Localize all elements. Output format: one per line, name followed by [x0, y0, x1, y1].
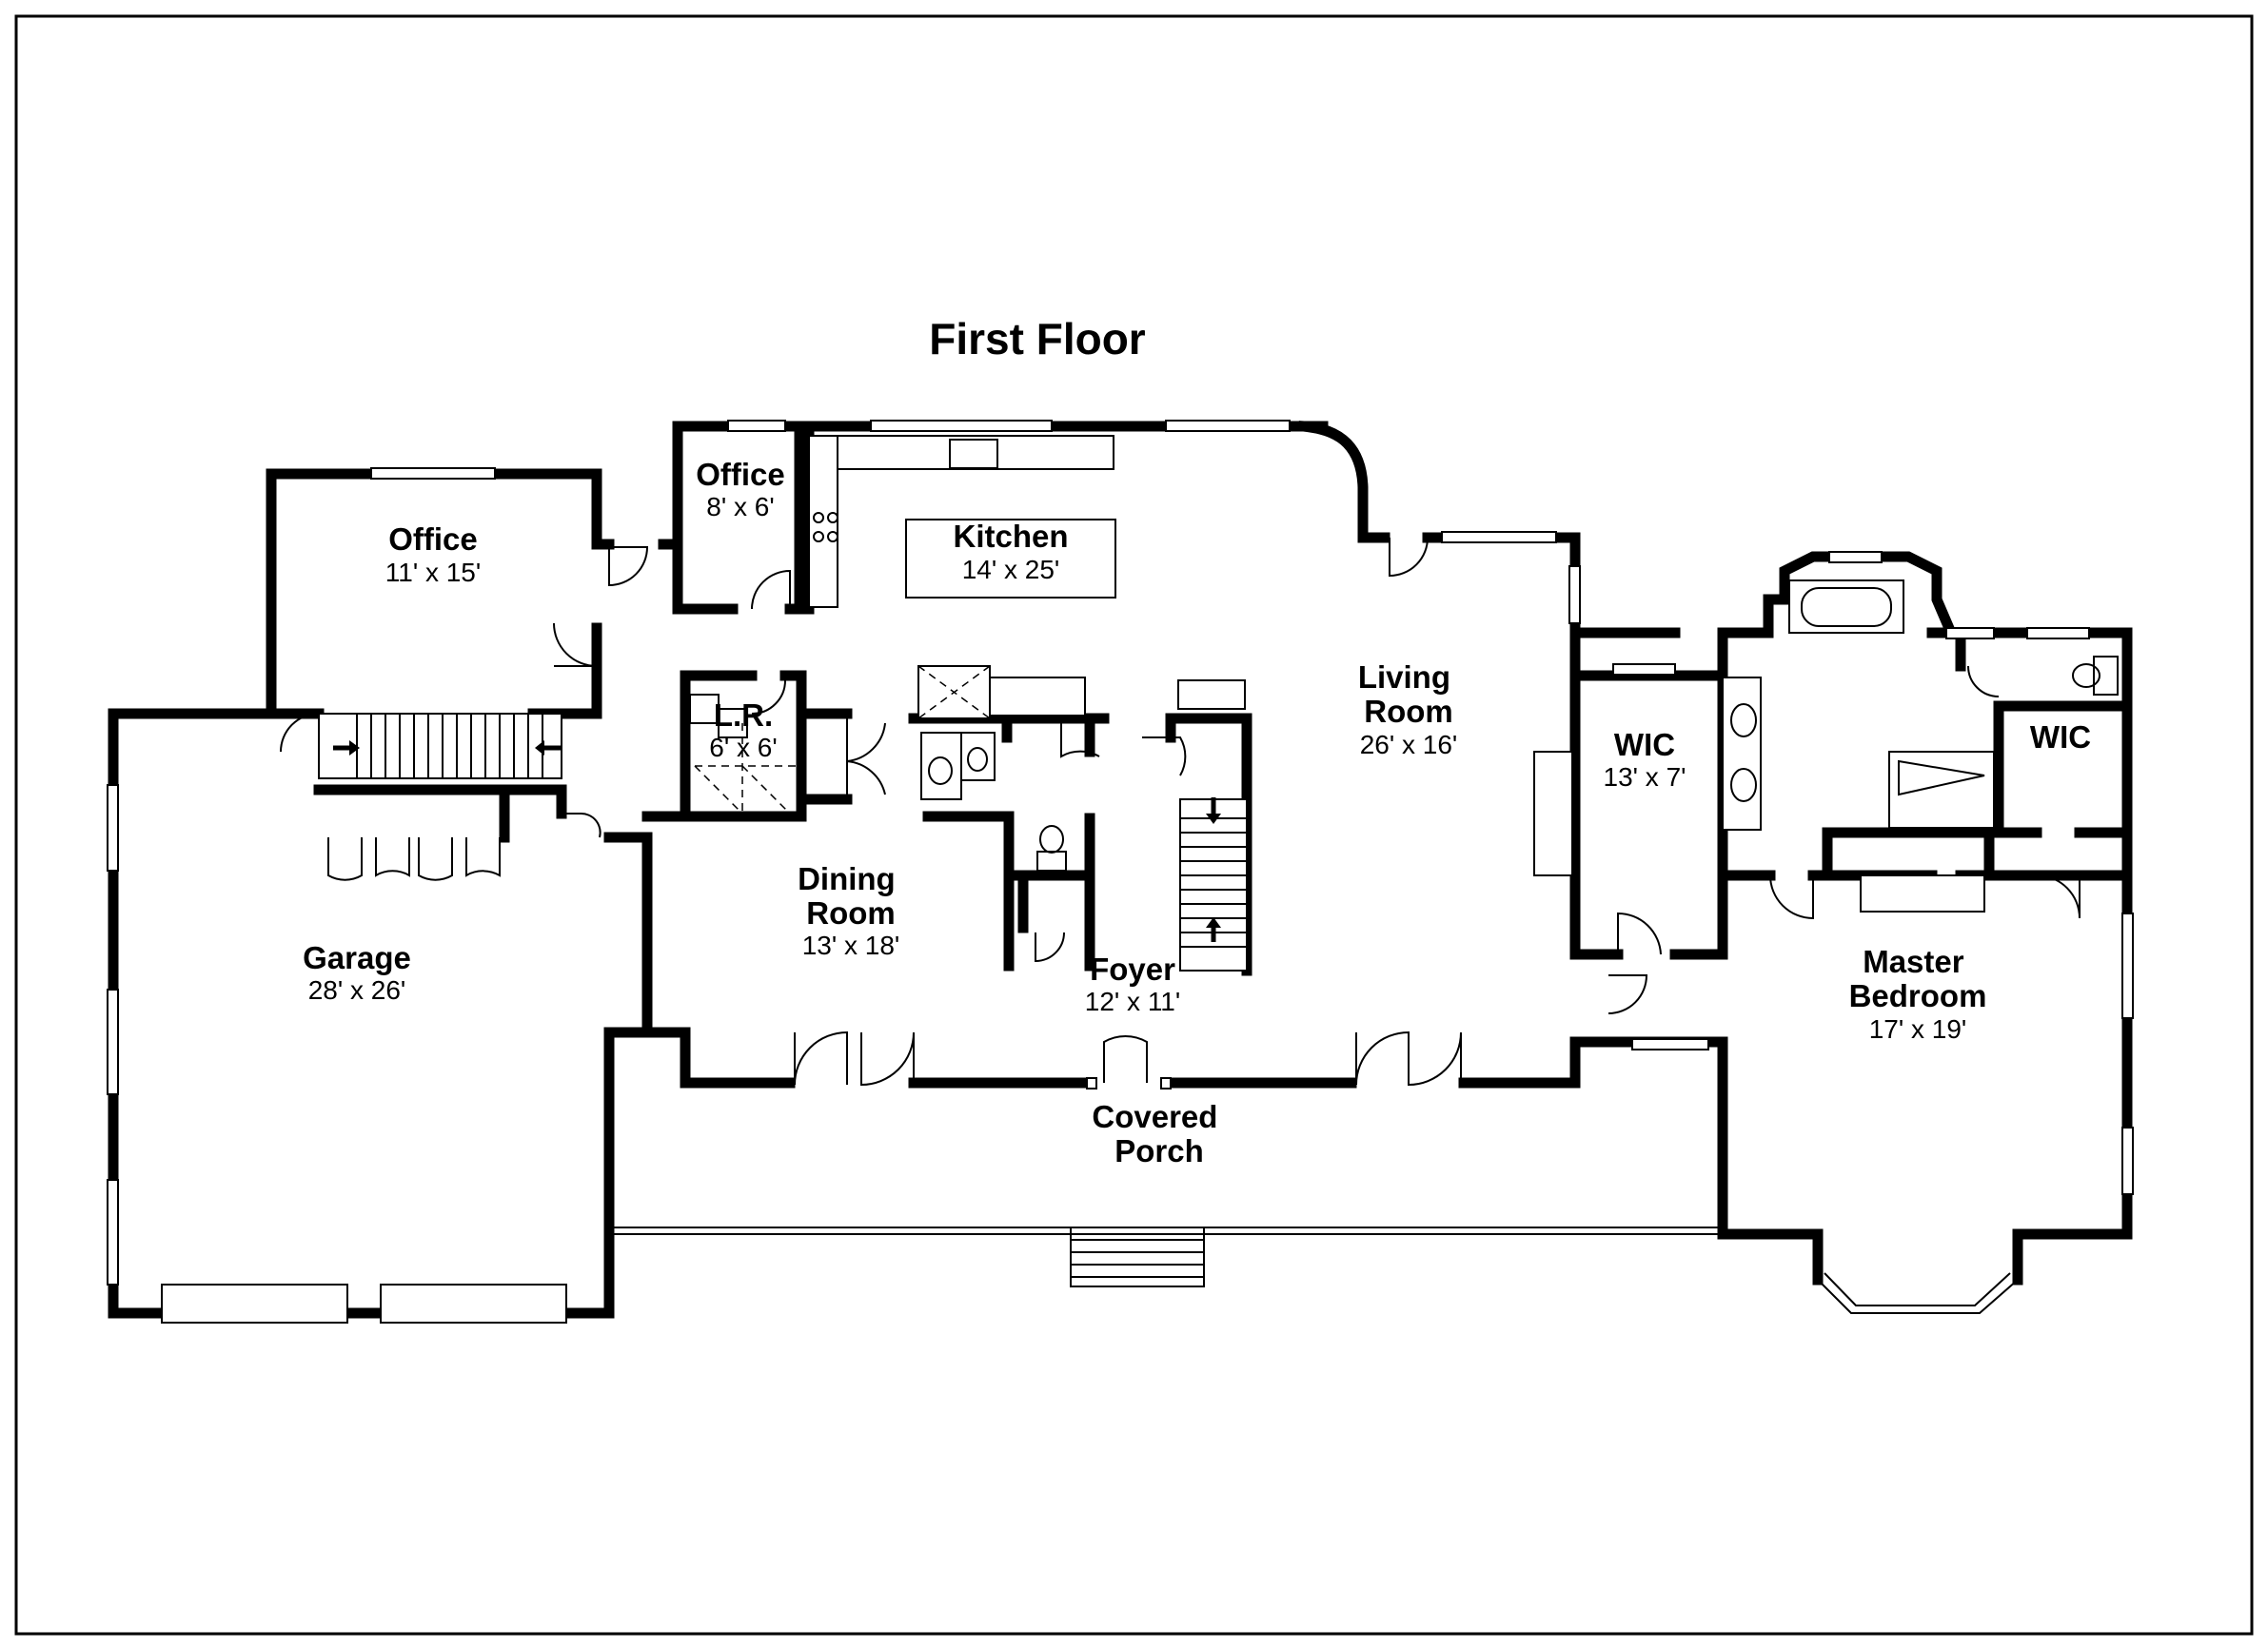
room-name-laundry: L.R.: [714, 697, 773, 733]
living-room-line-1: Living: [1358, 659, 1450, 695]
porch-steps: [1070, 1227, 1205, 1287]
room-name-foyer: Foyer: [1090, 952, 1175, 987]
room-dims-office-small: 8' x 6': [706, 492, 774, 521]
room-dims-garage: 28' x 26': [308, 975, 406, 1005]
fireplace: [1533, 751, 1573, 876]
powder-room-fixtures: [920, 732, 1067, 872]
master-bedroom-line-1: Master: [1863, 944, 1964, 979]
living-room-line-2: Room: [1364, 694, 1453, 729]
doors: [280, 537, 2081, 1087]
room-dims-wic-1: 13' x 7': [1604, 762, 1686, 792]
room-dims-laundry: 6' x 6': [709, 733, 777, 762]
dining-room-line-1: Dining: [798, 861, 896, 896]
room-name-office-large: Office: [388, 521, 478, 557]
windows: [107, 420, 2134, 1324]
room-dims-foyer: 12' x 11': [1085, 987, 1180, 1016]
master-bath-fixtures: [1722, 579, 2119, 913]
room-dims-living-room: 26' x 16': [1360, 730, 1458, 759]
room-name-wic-2: WIC: [2030, 719, 2091, 755]
room-dims-kitchen: 14' x 25': [962, 555, 1060, 584]
room-name-covered-porch: Covered Porch: [1092, 1099, 1226, 1168]
room-name-kitchen: Kitchen: [953, 519, 1068, 554]
plan-title: First Floor: [929, 314, 1146, 363]
page-border: [14, 14, 2254, 1636]
covered-porch-line-1: Covered: [1092, 1099, 1217, 1134]
room-name-master-bedroom: Master Bedroom: [1849, 944, 1987, 1013]
kitchen-island: [905, 519, 1116, 599]
dining-room-line-2: Room: [806, 895, 896, 931]
laundry-fixtures: [689, 694, 799, 815]
room-name-wic-1: WIC: [1614, 727, 1675, 762]
porch-edge: [614, 1227, 1723, 1235]
room-labels: Office 11' x 15' Office 8' x 6' Kitchen …: [303, 457, 2091, 1168]
room-dims-master-bedroom: 17' x 19': [1869, 1014, 1967, 1044]
master-bedroom-line-2: Bedroom: [1849, 978, 1987, 1013]
kitchen-fixtures: [808, 435, 1116, 719]
covered-porch-line-2: Porch: [1114, 1133, 1204, 1168]
room-dims-office-large: 11' x 15': [385, 558, 481, 587]
room-name-dining-room: Dining Room: [798, 861, 904, 931]
room-name-office-small: Office: [696, 457, 785, 492]
room-name-living-room: Living Room: [1358, 659, 1459, 729]
room-dims-dining-room: 13' x 18': [802, 931, 900, 960]
stairs-foyer: [1177, 679, 1248, 972]
stairs-garage: [318, 713, 562, 779]
room-name-garage: Garage: [303, 940, 411, 975]
